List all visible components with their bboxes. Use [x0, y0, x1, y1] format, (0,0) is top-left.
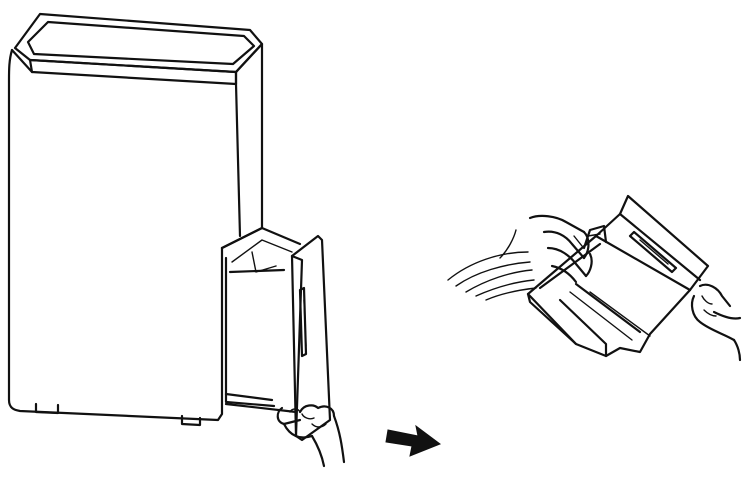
- unit-top-lid: [15, 14, 262, 84]
- water-tank: [528, 196, 708, 356]
- unit-side-panel: [222, 44, 262, 248]
- dehumidifier-unit: [9, 14, 300, 425]
- water-pour-icon: [448, 230, 536, 300]
- hand-right-icon: [692, 285, 740, 360]
- water-tank-sliding: [226, 236, 330, 440]
- tank-back-panel: [596, 196, 708, 290]
- arrow-right-icon: [386, 426, 440, 456]
- unit-front-panel: [9, 50, 222, 420]
- unit-foot-right: [182, 416, 200, 425]
- tank-emptying-illustration: [448, 196, 740, 360]
- hand-pulling-icon: [278, 405, 344, 466]
- tank-cavity: [222, 228, 300, 406]
